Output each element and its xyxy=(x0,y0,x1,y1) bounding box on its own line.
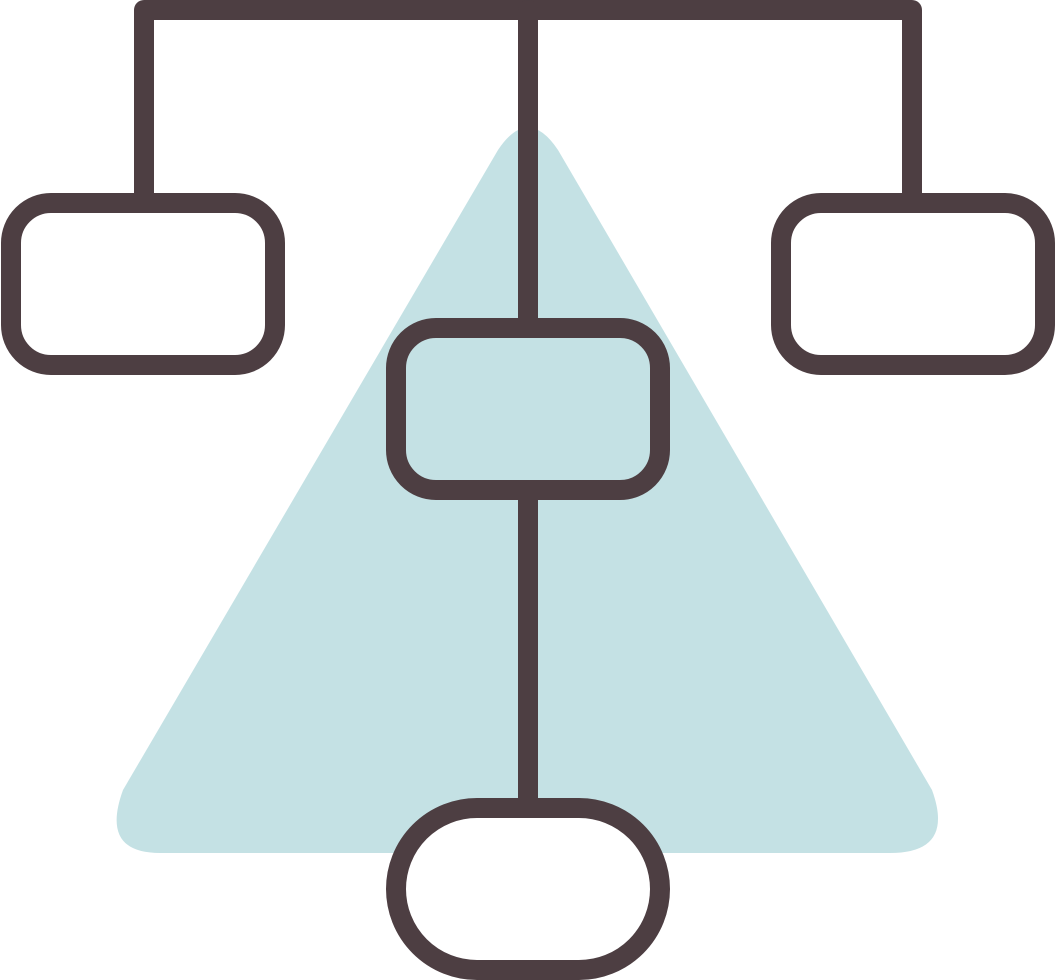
connector-lines xyxy=(134,0,922,818)
right-node-box xyxy=(771,193,1055,375)
left-node-box xyxy=(1,193,285,375)
center-node-box xyxy=(386,318,670,500)
bottom-node-box xyxy=(386,798,670,980)
